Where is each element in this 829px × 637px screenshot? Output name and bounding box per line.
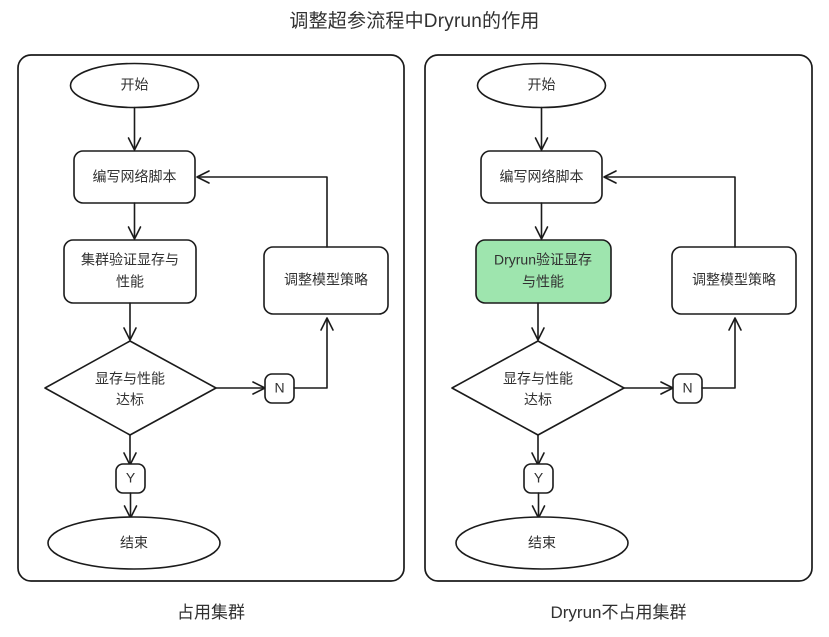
node-decision-right-label-line2: 达标 — [524, 392, 552, 408]
node-adjust-right-label: 调整模型策略 — [692, 272, 776, 288]
edge-adjust-to-script-left — [198, 176, 328, 248]
branch-badge-no-right-label: N — [682, 380, 692, 396]
node-validate-left-label-line1: 集群验证显存与 — [81, 252, 179, 268]
arrowhead-adjust-to-script-left — [196, 170, 210, 184]
node-decision-right-label-line1: 显存与性能 — [503, 371, 573, 387]
edge-adjust-to-script-right — [605, 176, 736, 248]
node-decision-right[interactable] — [451, 340, 625, 436]
arrowhead-validate-to-decision-left — [123, 327, 137, 341]
panel-right: 开始 编写网络脚本 Dryrun验证显存 与性能 显存与性能 达标 — [424, 54, 813, 582]
arrowhead-start-to-script-left — [127, 137, 142, 151]
node-adjust-left[interactable] — [263, 246, 389, 315]
arrowhead-script-to-validate-left — [127, 226, 142, 240]
branch-badge-yes-right-label: Y — [534, 470, 544, 486]
node-start-left-label: 开始 — [121, 77, 149, 93]
arrowhead-validate-to-decision-right — [531, 327, 545, 341]
node-validate-right[interactable] — [475, 239, 612, 304]
node-end-left-label: 结束 — [120, 535, 148, 551]
arrowhead-no-to-adjust-right — [728, 317, 742, 331]
node-end-right-label: 结束 — [528, 535, 556, 551]
panel-left: 开始 编写网络脚本 集群验证显存与 性能 显存与性能 达标 — [17, 54, 405, 582]
node-adjust-left-label: 调整模型策略 — [284, 272, 368, 288]
edge-no-to-adjust-right — [701, 319, 736, 389]
node-adjust-right[interactable] — [671, 246, 797, 315]
arrowhead-no-to-adjust-left — [320, 317, 334, 331]
node-validate-left[interactable] — [63, 239, 197, 304]
edge-no-to-adjust-left — [293, 319, 328, 389]
page-title: 调整超参流程中Dryrun的作用 — [289, 11, 540, 32]
panel-left-border — [17, 54, 405, 582]
panel-right-border — [424, 54, 813, 582]
node-end-left[interactable] — [47, 516, 221, 570]
panel-left-caption: 占用集群 — [177, 603, 245, 622]
node-decision-left[interactable] — [44, 340, 217, 436]
panel-right-caption: Dryrun不占用集群 — [550, 603, 687, 622]
node-script-right-label: 编写网络脚本 — [500, 169, 584, 185]
arrowhead-adjust-to-script-right — [603, 170, 617, 184]
node-script-left-label: 编写网络脚本 — [93, 169, 177, 185]
branch-badge-yes-left-label: Y — [126, 470, 136, 486]
node-validate-right-label-line1: Dryrun验证显存 — [494, 252, 592, 268]
node-validate-right-label-line2: 与性能 — [522, 274, 564, 290]
arrowhead-start-to-script-right — [534, 137, 549, 151]
branch-badge-no-left-label: N — [274, 380, 284, 396]
node-end-right[interactable] — [455, 516, 629, 570]
node-start-right-label: 开始 — [528, 77, 556, 93]
node-decision-left-label-line1: 显存与性能 — [95, 371, 165, 387]
arrowhead-script-to-validate-right — [534, 226, 549, 240]
node-validate-left-label-line2: 性能 — [116, 274, 144, 290]
node-decision-left-label-line2: 达标 — [116, 392, 144, 408]
